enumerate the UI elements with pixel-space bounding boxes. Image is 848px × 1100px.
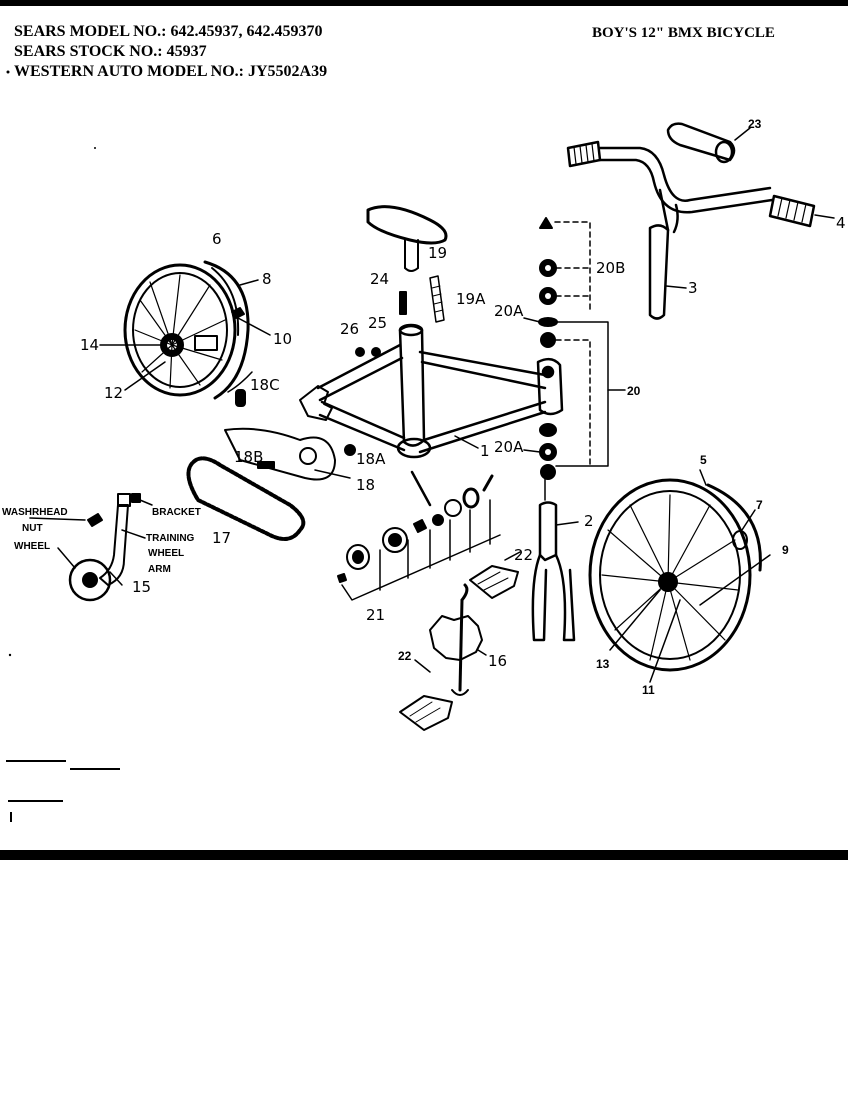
- scan-border-top: [0, 0, 848, 6]
- label-wheel: WHEEL: [14, 541, 50, 552]
- handlebar: [566, 122, 835, 320]
- western-auto-line: WESTERN AUTO MODEL NO.: JY5502A39: [14, 63, 328, 80]
- callout-20a-top: 20A: [494, 302, 524, 320]
- callout-24: 24: [370, 270, 389, 288]
- label-wheel-2: WHEEL: [148, 548, 184, 559]
- label-bracket: BRACKET: [152, 507, 201, 518]
- callout-10: 10: [273, 330, 292, 348]
- callout-labels: 1 2 3 4 5 6 7 8 9 10 11 12 13 14 15 16 1…: [2, 117, 846, 697]
- sears-model-line: SEARS MODEL NO.: 642.45937, 642.459370: [14, 23, 323, 40]
- callout-14: 14: [80, 336, 99, 354]
- callout-5: 5: [700, 453, 707, 467]
- front-wheel: [588, 469, 771, 683]
- callout-6: 6: [212, 230, 222, 248]
- callout-25: 25: [368, 314, 387, 332]
- rear-wheel-leaders: [99, 279, 271, 391]
- parts-diagram-sheet: SEARS MODEL NO.: 642.45937, 642.459370 S…: [0, 0, 848, 860]
- scan-border-bottom: [0, 850, 848, 860]
- seat: [355, 205, 448, 357]
- bottom-bracket-parts: [337, 470, 501, 601]
- crank-and-pedals: [399, 551, 521, 731]
- model-info-block: SEARS MODEL NO.: 642.45937, 642.459370 S…: [14, 22, 327, 82]
- training-wheel: [29, 493, 153, 602]
- label-washerhead: WASHRHEAD: [2, 507, 68, 518]
- label-nut: NUT: [22, 523, 43, 534]
- callout-12: 12: [104, 384, 123, 402]
- callout-17: 17: [212, 529, 231, 547]
- callout-23: 23: [748, 117, 762, 131]
- callout-22-bottom: 22: [398, 649, 412, 663]
- callout-20b: 20B: [596, 259, 625, 277]
- rear-wheel: [123, 260, 253, 400]
- callout-16: 16: [488, 652, 507, 670]
- callout-20: 20: [627, 384, 641, 398]
- callout-11: 11: [642, 683, 655, 697]
- headset-stack: [523, 217, 626, 501]
- callout-21: 21: [366, 606, 385, 624]
- callout-18b: 18B: [234, 448, 263, 466]
- sears-stock-line: SEARS STOCK NO.: 45937: [14, 43, 207, 60]
- callout-26: 26: [340, 320, 359, 338]
- label-arm: ARM: [148, 564, 171, 575]
- callout-22-top: 22: [514, 546, 533, 564]
- callout-19a: 19A: [456, 290, 486, 308]
- callout-8: 8: [262, 270, 272, 288]
- callout-13: 13: [596, 657, 610, 671]
- callout-19: 19: [428, 244, 447, 262]
- front-fork: [531, 501, 579, 642]
- frame: [299, 323, 564, 459]
- label-training: TRAINING: [146, 533, 195, 544]
- callout-18a: 18A: [356, 450, 386, 468]
- chain: [186, 456, 306, 541]
- scan-noise: [6, 70, 120, 822]
- callout-15: 15: [132, 578, 151, 596]
- callout-2: 2: [584, 512, 594, 530]
- callout-9: 9: [782, 543, 789, 557]
- callout-18c: 18C: [250, 376, 280, 394]
- callout-1: 1: [480, 442, 490, 460]
- callout-20a-bottom: 20A: [494, 438, 524, 456]
- exploded-view-drawing: 1 2 3 4 5 6 7 8 9 10 11 12 13 14 15 16 1…: [2, 70, 846, 822]
- diagram-title: BOY'S 12" BMX BICYCLE: [592, 25, 775, 41]
- callout-18: 18: [356, 476, 375, 494]
- chain-guard: [224, 389, 356, 481]
- callout-3: 3: [688, 279, 698, 297]
- callout-4: 4: [836, 214, 846, 232]
- callout-7: 7: [756, 498, 763, 512]
